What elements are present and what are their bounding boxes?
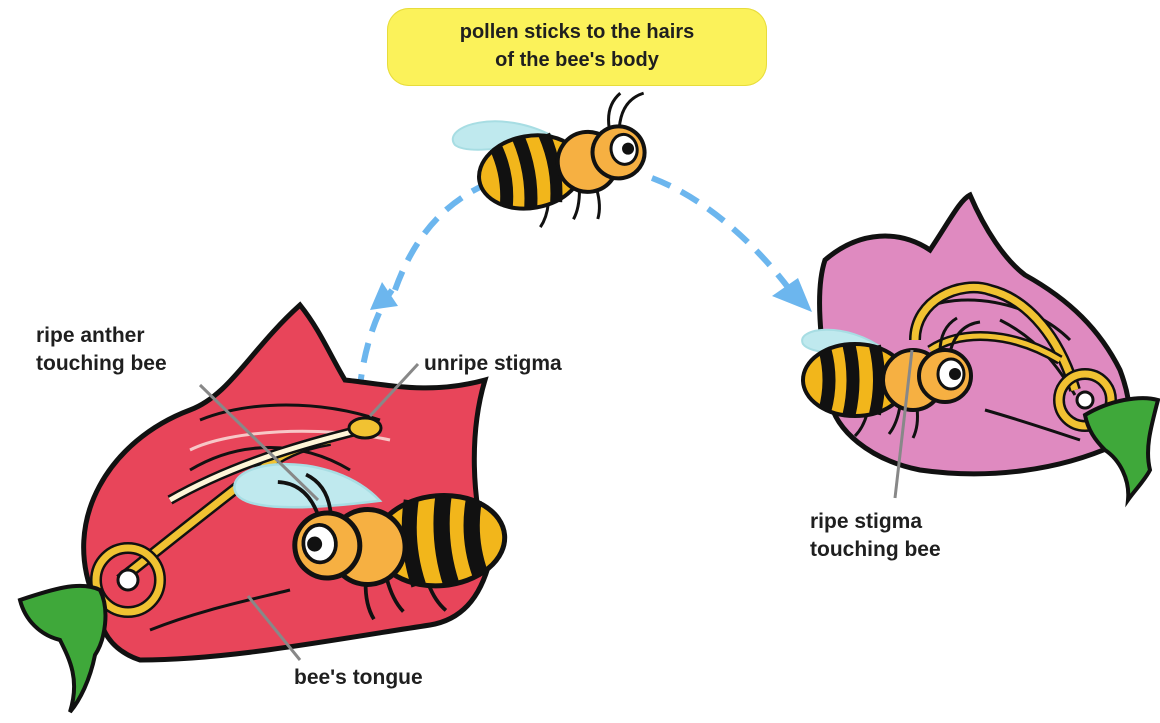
label-unripe-stigma-text: unripe stigma (424, 350, 562, 378)
arrow-arc (395, 180, 495, 290)
bee-flying (450, 89, 664, 241)
banner-line-2: of the bee's body (387, 46, 767, 74)
arrowhead-down (772, 278, 812, 312)
label-ripe-anther: ripe anther touching bee (36, 322, 167, 378)
label-ripe-stigma: ripe stigma touching bee (810, 508, 941, 564)
arrow-down-right (652, 178, 790, 290)
label-ripe-stigma-line2: touching bee (810, 536, 941, 564)
label-ripe-anther-line1: ripe anther (36, 322, 167, 350)
label-bees-tongue-text: bee's tongue (294, 664, 423, 692)
banner-text: pollen sticks to the hairs of the bee's … (387, 18, 767, 74)
label-ripe-stigma-line1: ripe stigma (810, 508, 941, 536)
label-unripe-stigma: unripe stigma (424, 350, 562, 378)
label-bees-tongue: bee's tongue (294, 664, 423, 692)
label-ripe-anther-line2: touching bee (36, 350, 167, 378)
banner-line-1: pollen sticks to the hairs (387, 18, 767, 46)
